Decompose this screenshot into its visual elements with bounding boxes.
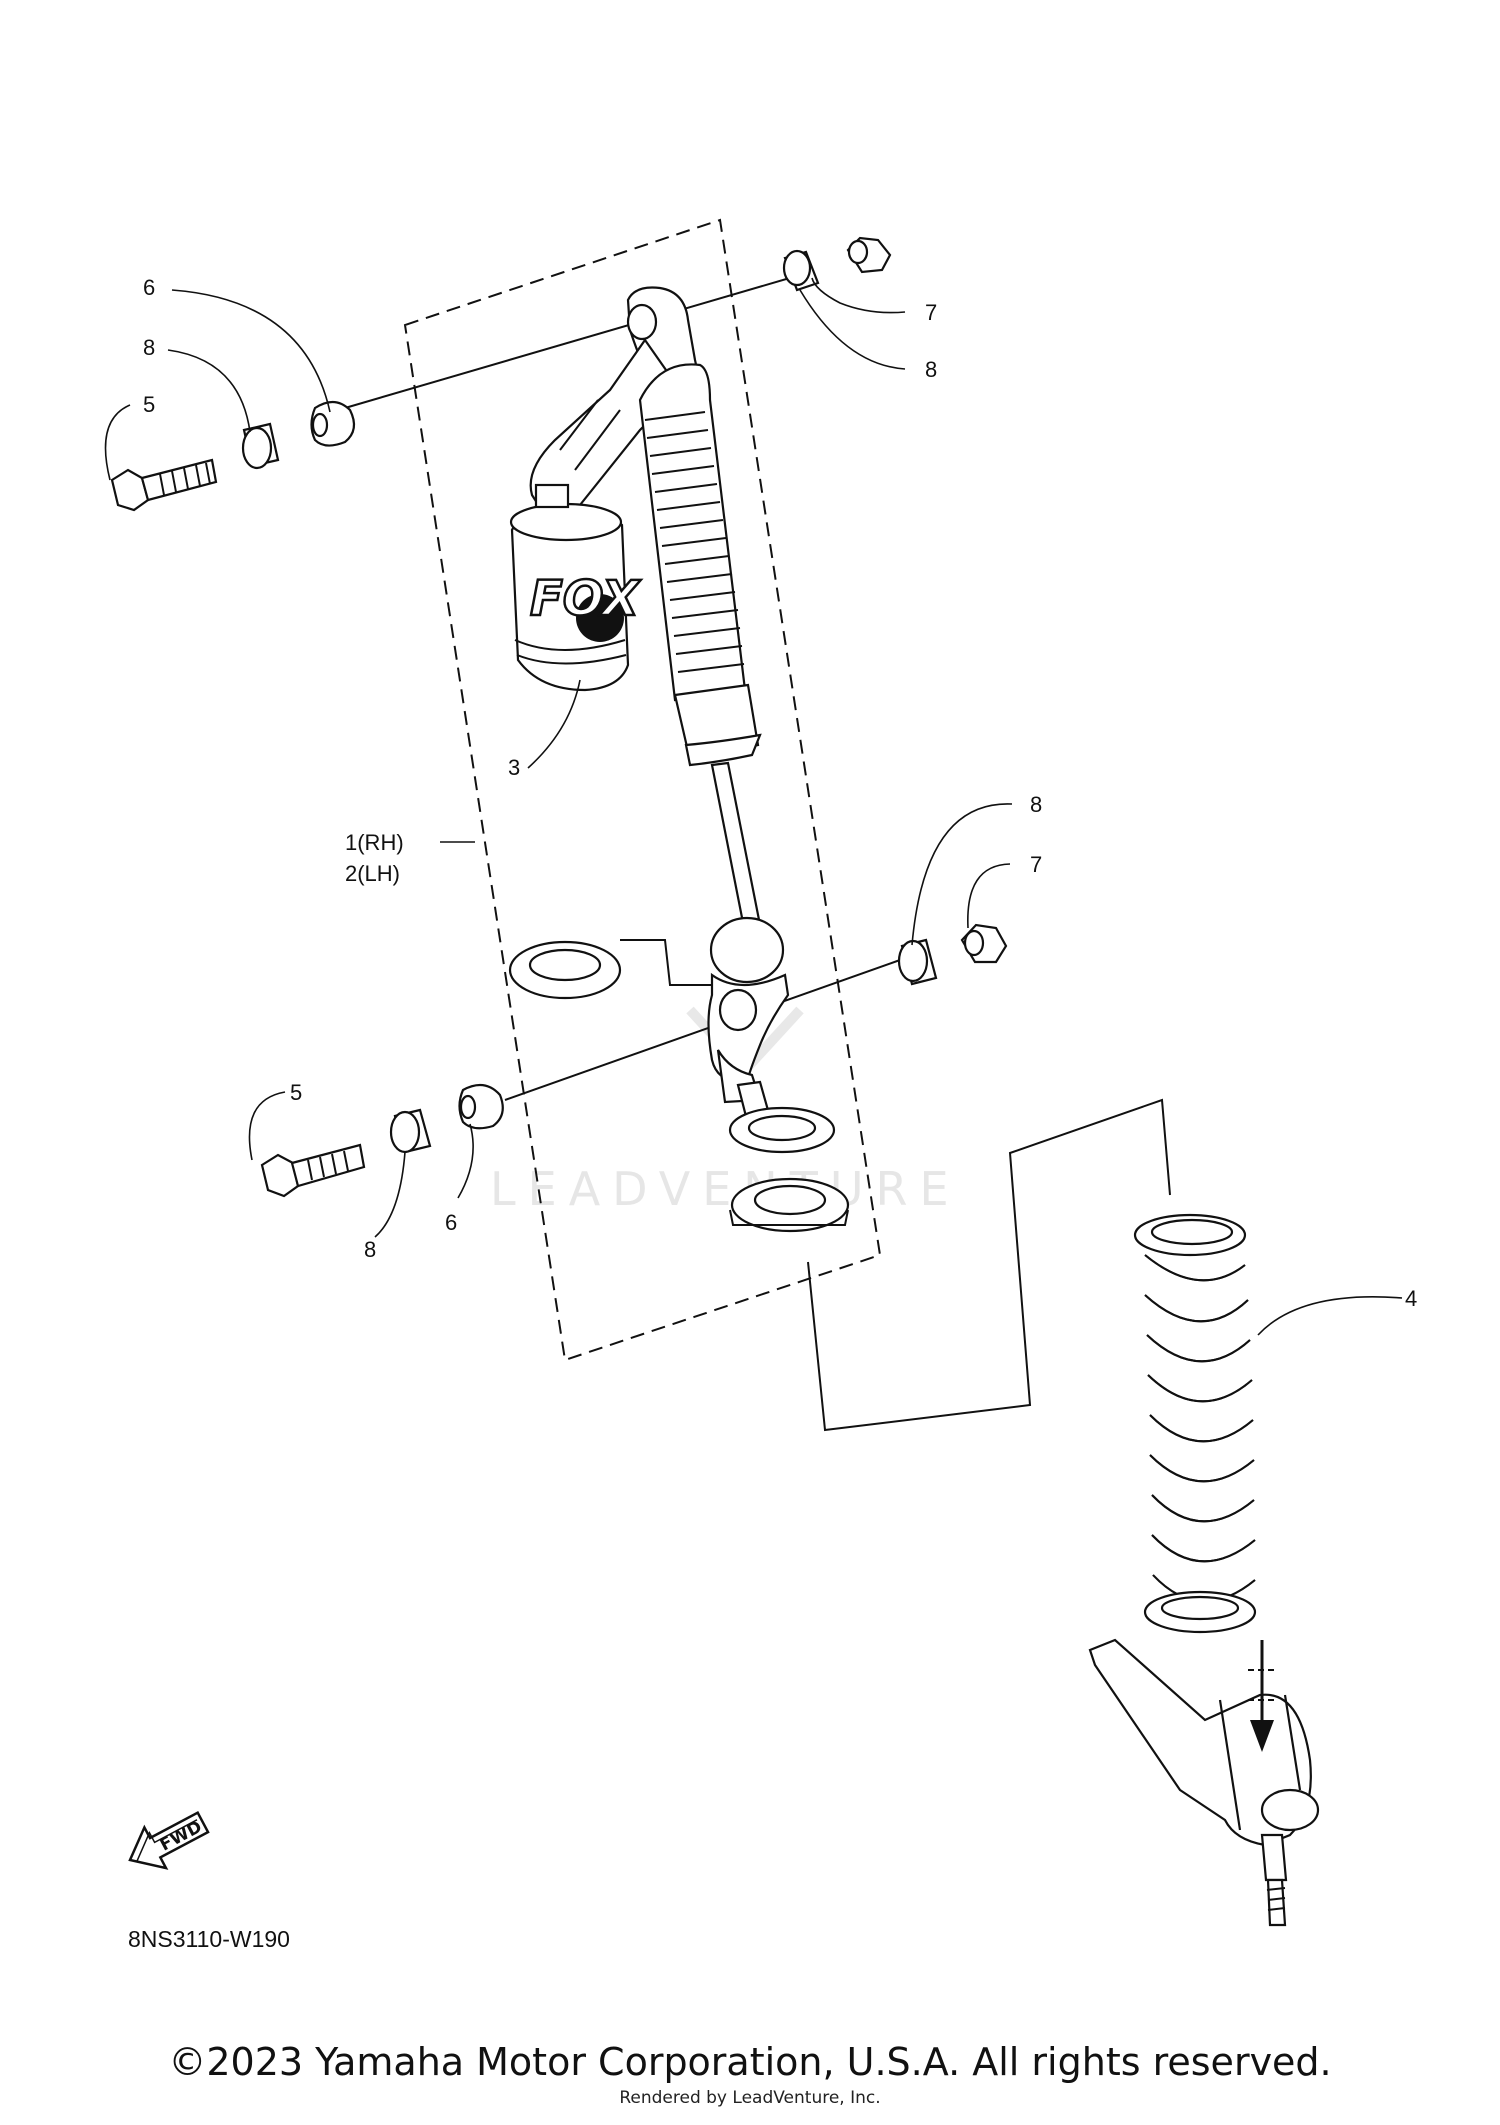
callout-1-rh: 1(RH): [345, 830, 404, 855]
top-nut: [846, 236, 892, 274]
fwd-arrow-icon: FWD: [128, 1810, 210, 1870]
callout-7-top: 7: [925, 300, 937, 325]
coil-spring: [1133, 1213, 1257, 1634]
top-left-bushing: [310, 400, 356, 447]
callout-8-top-right: 8: [925, 357, 937, 382]
callout-8-top-left: 8: [143, 335, 155, 360]
bottom-bolt: [260, 1143, 366, 1198]
spring-seat-leader: [620, 939, 712, 986]
watermark-text: LEADVENTURE: [490, 1162, 961, 1216]
bottom-left-collar: [389, 1108, 432, 1154]
rendered-by-credit: Rendered by LeadVenture, Inc.: [619, 2088, 881, 2108]
lower-axis-line: [504, 959, 901, 1101]
callout-6-top: 6: [143, 275, 155, 300]
callout-2-lh: 2(LH): [345, 861, 400, 886]
top-right-collar: [782, 249, 820, 292]
lock-nuts: [728, 1106, 850, 1233]
diagram-code: 8NS3110-W190: [128, 1926, 290, 1952]
assembly-boundary: [403, 218, 882, 1362]
bottom-left-bushing: [458, 1083, 504, 1130]
callout-8-bottom: 8: [364, 1237, 376, 1262]
spring-seat: [508, 940, 622, 1000]
leader-lines: [104, 277, 1403, 1336]
top-axis-line: [344, 274, 801, 409]
callout-7-mid: 7: [1030, 852, 1042, 877]
callout-8-mid-right: 8: [1030, 792, 1042, 817]
mid-nut: [960, 923, 1008, 964]
copyright-notice: ©2023 Yamaha Motor Corporation, U.S.A. A…: [168, 2040, 1332, 2084]
callout-5-top: 5: [143, 392, 155, 417]
top-bolt: [110, 458, 218, 512]
fox-logo: FOX: [530, 571, 641, 627]
spring-bracket-leader: [807, 1098, 1171, 1432]
shock-absorber: FOX: [509, 286, 790, 1142]
callout-3: 3: [508, 755, 520, 780]
top-left-collar: [241, 422, 280, 470]
callout-4: 4: [1405, 1286, 1417, 1311]
shock-body-ribs: [644, 411, 745, 673]
callout-5-bottom: 5: [290, 1080, 302, 1105]
control-arm: [1088, 1638, 1320, 1927]
mid-right-collar: [897, 938, 938, 986]
callout-6-bottom: 6: [445, 1210, 457, 1235]
